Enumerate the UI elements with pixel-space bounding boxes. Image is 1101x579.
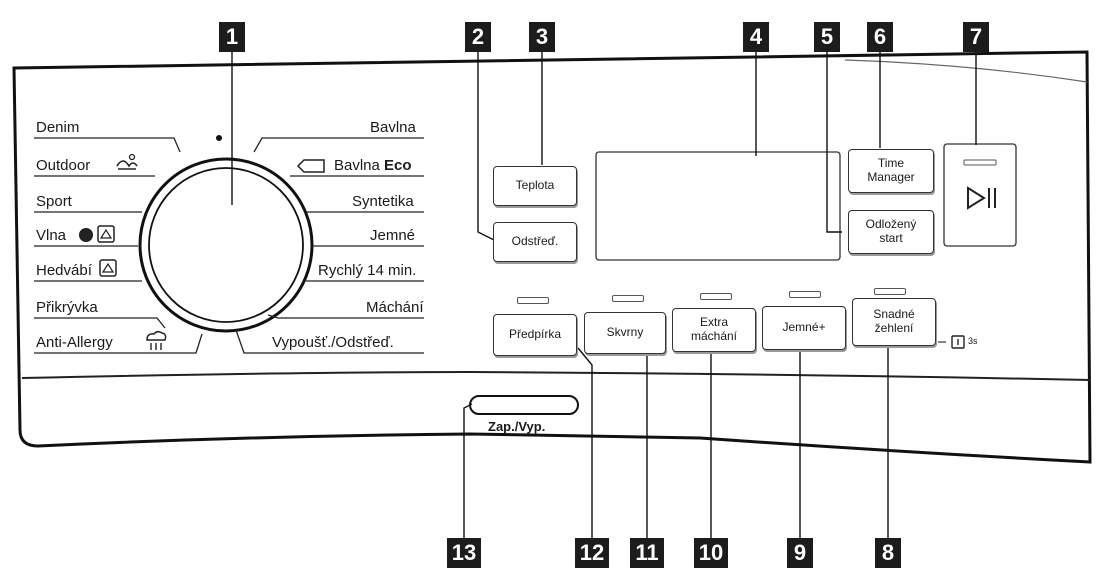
snadne-zehleni-label-1: Snadné [873, 307, 915, 322]
wool-icon [79, 225, 115, 243]
panel-edge-line [844, 59, 1088, 83]
program-vlna: Vlna [36, 227, 67, 244]
skvrny-label: Skvrny [606, 325, 644, 340]
callout-12: 12 [575, 538, 609, 568]
eco-tag-icon [296, 159, 325, 173]
program-anti-allergy: Anti-Allergy [36, 334, 113, 351]
callout-9: 9 [787, 538, 813, 568]
callout-6: 6 [867, 22, 893, 52]
predpirka-led [517, 297, 549, 304]
callout-10: 10 [694, 538, 728, 568]
program-dial-inner[interactable] [148, 167, 304, 323]
callout-11: 11 [630, 538, 664, 568]
callout-3: 3 [529, 22, 555, 52]
predpirka-button[interactable]: Předpírka [493, 314, 577, 356]
callout-7: 7 [963, 22, 989, 52]
extra-machani-label-2: máchání [690, 329, 738, 343]
anti-allergy-icon [146, 330, 167, 350]
panel-divider [21, 370, 1091, 381]
teplota-button-label: Teplota [515, 178, 555, 193]
program-vypousteni-odstredeni: Vypoušť./Odstřeď. [272, 334, 394, 351]
time-manager-label-2: Manager [867, 170, 915, 184]
program-sport: Sport [36, 193, 72, 210]
left-program-lines [34, 137, 203, 354]
jemne-plus-led [789, 291, 821, 298]
child-lock-icon [951, 335, 965, 349]
callout-1: 1 [219, 22, 245, 52]
program-outdoor: Outdoor [36, 157, 91, 174]
program-bavlna-eco-suffix: Eco [384, 157, 412, 174]
snadne-zehleni-led [874, 288, 906, 295]
power-label: Zap./Vyp. [488, 419, 546, 434]
skvrny-led [612, 295, 644, 302]
program-jemne: Jemné [370, 227, 416, 244]
start-pause-led [963, 159, 997, 166]
callout-13: 13 [447, 538, 481, 568]
extra-machani-led [700, 293, 732, 300]
time-manager-label-1: Time [877, 156, 905, 171]
odlozeny-start-label-1: Odložený [865, 217, 917, 232]
program-bavlna-eco-prefix: Bavlna [334, 157, 380, 174]
odlozeny-start-button[interactable]: Odložený start [848, 210, 934, 254]
start-pause-icon[interactable] [964, 184, 1000, 212]
display [595, 151, 841, 261]
jemne-plus-label: Jemné+ [782, 320, 826, 335]
odlozeny-start-label-2: start [879, 231, 903, 245]
right-program-lines [235, 137, 424, 354]
callout-2: 2 [465, 22, 491, 52]
outdoor-icon [116, 153, 138, 170]
program-rychly-14: Rychlý 14 min. [318, 262, 417, 279]
jemne-plus-button[interactable]: Jemné+ [762, 306, 846, 350]
callout-8: 8 [875, 538, 901, 568]
teplota-button[interactable]: Teplota [493, 166, 577, 206]
power-button[interactable] [469, 395, 579, 415]
silk-icon [99, 259, 117, 277]
dial-indicator-dot [216, 135, 222, 141]
program-prikryvka: Přikrývka [36, 299, 98, 316]
program-hedvabi: Hedvábí [36, 262, 92, 279]
callout-4: 4 [743, 22, 769, 52]
program-syntetika: Syntetika [352, 193, 414, 210]
snadne-zehleni-label-2: žehlení [874, 321, 914, 335]
callout-lines [231, 52, 977, 538]
odstred-button[interactable]: Odstřeď. [493, 222, 577, 262]
extra-machani-label-1: Extra [699, 315, 728, 330]
callout-5: 5 [814, 22, 840, 52]
skvrny-button[interactable]: Skvrny [584, 312, 666, 354]
snadne-zehleni-button[interactable]: Snadné žehlení [852, 298, 936, 346]
program-denim: Denim [36, 119, 80, 136]
program-machani: Máchání [366, 299, 424, 316]
odstred-button-label: Odstřeď. [511, 234, 559, 249]
extra-machani-button[interactable]: Extra máchání [672, 308, 756, 352]
child-lock-hint: 3s [968, 336, 978, 346]
time-manager-button[interactable]: Time Manager [848, 149, 934, 193]
predpirka-label: Předpírka [508, 327, 562, 342]
program-bavlna-eco: Bavlna Eco [334, 158, 412, 173]
program-bavlna: Bavlna [370, 119, 416, 136]
